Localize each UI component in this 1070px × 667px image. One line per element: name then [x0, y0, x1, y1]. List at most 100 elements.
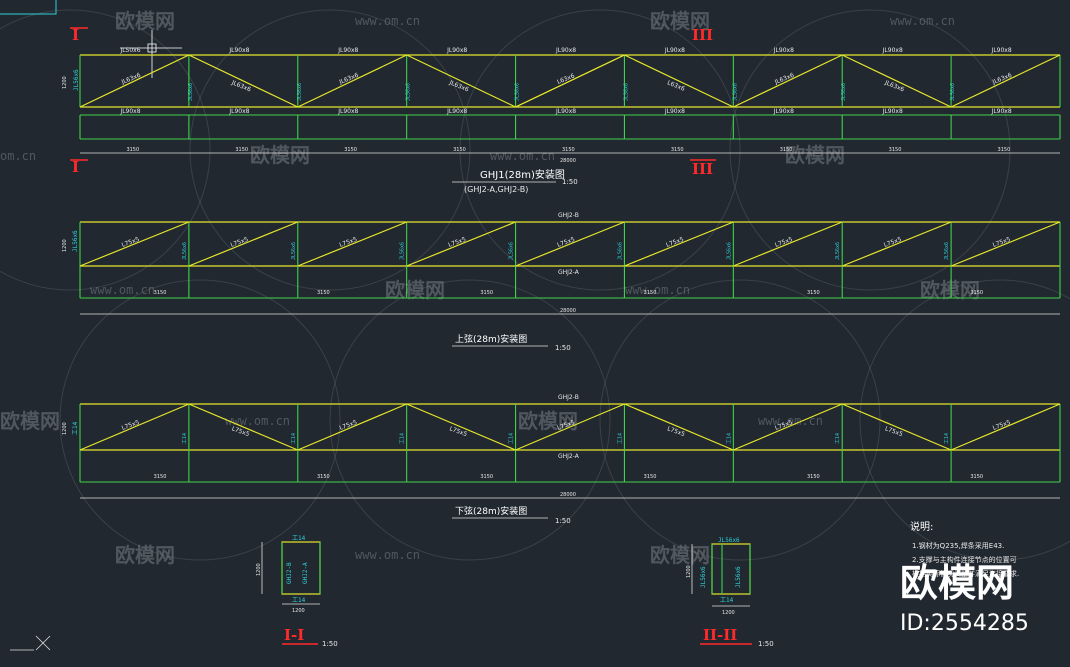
- stamp-brand: 欧模网: [900, 561, 1014, 605]
- diagonal: [624, 54, 734, 108]
- post-label: 工14: [835, 433, 841, 444]
- section1-scale: 1:50: [322, 640, 338, 648]
- diagonal-label: L75x5: [774, 236, 794, 249]
- section1-label: I-I: [284, 626, 304, 644]
- section-marker-iii[interactable]: III: [692, 160, 713, 178]
- section1-right: GHJ2-A: [302, 562, 309, 584]
- section-i-i[interactable]: 工14 工14 GHJ2-B GHJ2-A 1200 1200 I-I 1:50: [256, 535, 338, 648]
- section-marker-iii[interactable]: III: [692, 26, 713, 44]
- post-label: JL56x6: [73, 69, 80, 91]
- top-member-label: GHJ2-B: [558, 394, 579, 401]
- total-dim: 28000: [560, 492, 576, 498]
- post-label: JL56x6: [623, 83, 629, 101]
- truss-ghj1[interactable]: JL50x6JL90x8JL63x63150JL90x8JL90x8JL63x6…: [62, 47, 1061, 164]
- truss1-scale: 1:50: [562, 178, 578, 186]
- top-chord-label: JL50x6: [119, 47, 140, 54]
- bottom-chord-label: JL90x8: [882, 108, 903, 115]
- watermark-brand: 欧模网: [650, 9, 710, 33]
- section-marker-i[interactable]: I: [72, 158, 79, 176]
- post-label: JL56x6: [400, 242, 406, 260]
- total-dim: 28000: [560, 158, 576, 164]
- diagonal-label: JL63x6: [773, 72, 795, 86]
- height-dim: 1200: [62, 239, 68, 252]
- watermark-site: www.om.cn: [490, 149, 555, 163]
- diagonal-label: L75x5: [339, 419, 359, 432]
- diagonal: [79, 403, 190, 451]
- diagonal-label: L63x6: [666, 79, 686, 92]
- diagonal-label: L75x5: [992, 236, 1012, 249]
- diagonal: [733, 403, 843, 451]
- post-label: JL56x6: [732, 83, 738, 101]
- height-dim: 1200: [62, 76, 68, 89]
- post-label: JL56x6: [950, 83, 956, 101]
- dim-value: 3150: [235, 147, 248, 153]
- watermark-site: om.cn: [0, 149, 36, 163]
- diagonal-label: L75x5: [992, 419, 1012, 432]
- diagonal: [950, 221, 1061, 267]
- watermark-brand: 欧模网: [0, 409, 60, 433]
- diagonal: [841, 221, 952, 267]
- diagonal: [79, 54, 190, 108]
- height-dim: 1200: [62, 422, 68, 435]
- post-label: JL56x6: [835, 242, 841, 260]
- diagonal-label: L75x5: [121, 419, 141, 432]
- diagonal-label: JL63x6: [883, 79, 905, 93]
- top-chord-label: JL90x8: [773, 47, 794, 54]
- section1-height: 1200: [256, 563, 262, 576]
- frame-corner: [0, 0, 57, 15]
- watermark-brand: 欧模网: [250, 143, 310, 167]
- dim-value: 3150: [671, 147, 684, 153]
- truss3-scale: 1:50: [555, 517, 571, 525]
- watermark-brand: 欧模网: [785, 143, 845, 167]
- diagonal-label: L75x5: [884, 425, 904, 438]
- post-label: JL56x6: [182, 242, 188, 260]
- diagonal: [624, 403, 734, 451]
- watermark-brand: 欧模网: [518, 409, 578, 433]
- bottom-chord-label: JL90x8: [446, 108, 467, 115]
- diagonal: [406, 54, 516, 108]
- dim-value: 3150: [889, 147, 902, 153]
- watermark-site: www.om.cn: [890, 14, 955, 28]
- section1-bottom: 工14: [292, 597, 306, 604]
- post-label: JL56x6: [188, 83, 194, 101]
- dim-value: 3150: [644, 474, 657, 480]
- dim-value: 3150: [998, 147, 1011, 153]
- diagonal-label: L75x5: [666, 425, 686, 438]
- dim-value: 3150: [126, 147, 139, 153]
- section-ii-ii[interactable]: JL56x6 工14 JL56x6 JL56x6 1200 1200 II-II…: [686, 537, 774, 648]
- diagonal: [188, 54, 299, 108]
- post-label: JL56x6: [726, 242, 732, 260]
- post-label: JL56x6: [617, 242, 623, 260]
- diagonal: [188, 403, 299, 451]
- watermark-site: www.om.cn: [758, 414, 823, 428]
- dim-value: 3150: [453, 147, 466, 153]
- watermarks: 欧模网 www.om.cn 欧模网 www.om.cn om.cn 欧模网 ww…: [0, 9, 980, 567]
- dim-value: 3150: [317, 474, 330, 480]
- post-label: 工14: [400, 433, 406, 444]
- cad-cursor[interactable]: [120, 30, 182, 78]
- dim-value: 3150: [970, 474, 983, 480]
- bottom-chord-label: JL90x8: [555, 108, 576, 115]
- post-label: JL56x6: [72, 230, 79, 252]
- dim-value: 3150: [644, 290, 657, 296]
- diagonal: [624, 221, 734, 267]
- top-chord-label: JL90x8: [555, 47, 576, 54]
- truss1-title: GHJ1(28m)安装图: [480, 168, 565, 181]
- diagonal-label: JL63x6: [337, 72, 359, 86]
- total-dim: 28000: [560, 308, 576, 314]
- diagonal: [515, 54, 625, 108]
- section2-width: 1200: [722, 610, 735, 616]
- dim-value: 3150: [480, 474, 493, 480]
- section-marker-i[interactable]: I: [72, 26, 79, 44]
- truss2-title: 上弦(28m)安装图: [455, 333, 527, 345]
- notes: 说明: 1.钢材为Q235,焊条采用E43. 2.支撑与主构件连接节点的位置可 …: [910, 520, 1019, 578]
- diagonal: [733, 54, 843, 108]
- bottom-chord-label: JL90x8: [664, 108, 685, 115]
- dim-value: 3150: [480, 290, 493, 296]
- post-label: 工14: [509, 433, 515, 444]
- diagonal-label: JL63x6: [120, 72, 142, 86]
- diagonal: [406, 403, 516, 451]
